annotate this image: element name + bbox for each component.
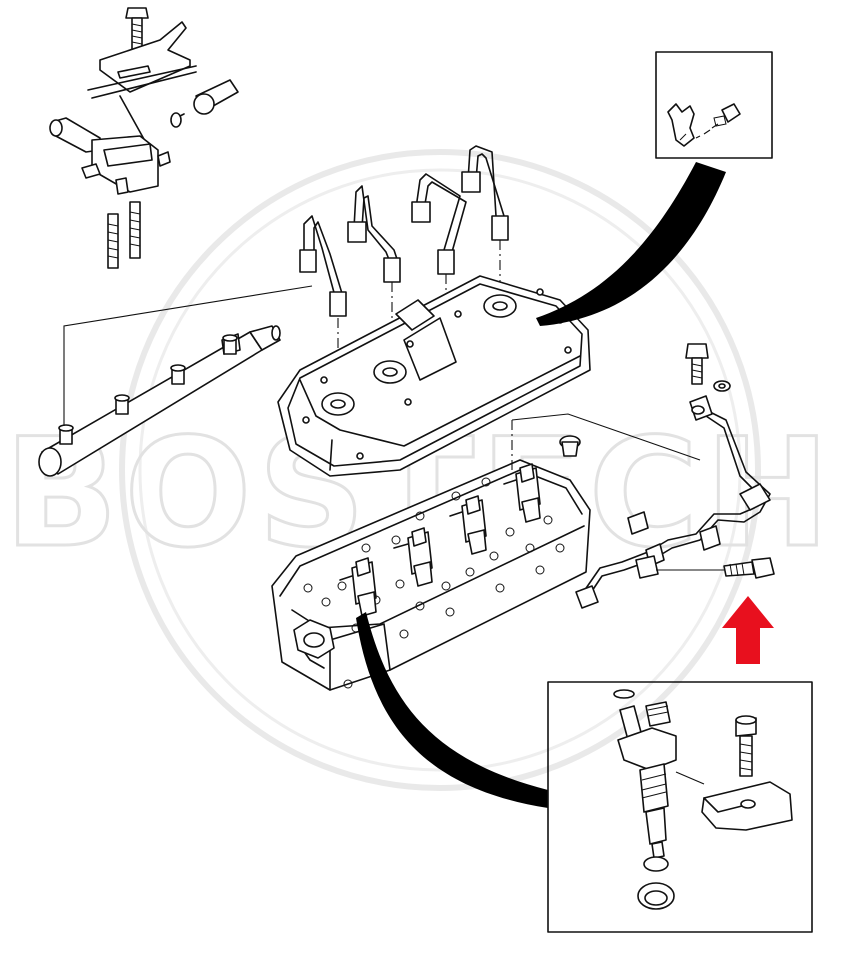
copper-washer xyxy=(637,882,675,910)
screw xyxy=(695,103,741,139)
blanking-plug xyxy=(559,435,581,457)
fuel-rail-fitting xyxy=(58,424,74,445)
banjo-bolt xyxy=(685,343,709,385)
fuel-rail-fitting xyxy=(222,334,238,355)
leak-off-return-pipe xyxy=(575,380,771,609)
o-ring xyxy=(613,689,635,699)
watermark-ring-inner xyxy=(138,168,742,772)
clamp-bolt xyxy=(735,715,757,777)
fuel-rail xyxy=(38,285,313,477)
clip-and-screw-detail xyxy=(655,51,773,159)
injector-detail xyxy=(547,681,813,933)
hollow-bolt xyxy=(656,557,775,579)
callout-pointer-clip xyxy=(536,162,726,326)
fuel-rail-fitting xyxy=(170,364,186,385)
fuel-pressure-regulator-assembly xyxy=(49,7,239,269)
injector-clamp xyxy=(675,771,793,831)
watermark-ring xyxy=(119,149,761,791)
retaining-clip xyxy=(667,103,695,147)
fuel-injector xyxy=(503,463,541,523)
fuel-injector xyxy=(449,495,487,555)
fuel-injectors xyxy=(339,413,701,617)
cylinder-head-holes xyxy=(303,477,565,689)
watermark: BOSTECH xyxy=(2,149,832,791)
injector xyxy=(617,701,677,859)
callout-pointer-injector xyxy=(356,612,548,808)
red-up-arrow-icon xyxy=(722,596,774,664)
fuel-injector xyxy=(393,527,433,587)
high-pressure-injection-pipes xyxy=(299,145,509,400)
fuel-rail-fitting xyxy=(114,394,130,415)
fuel-injector xyxy=(339,557,377,617)
seal-washer xyxy=(643,856,669,872)
